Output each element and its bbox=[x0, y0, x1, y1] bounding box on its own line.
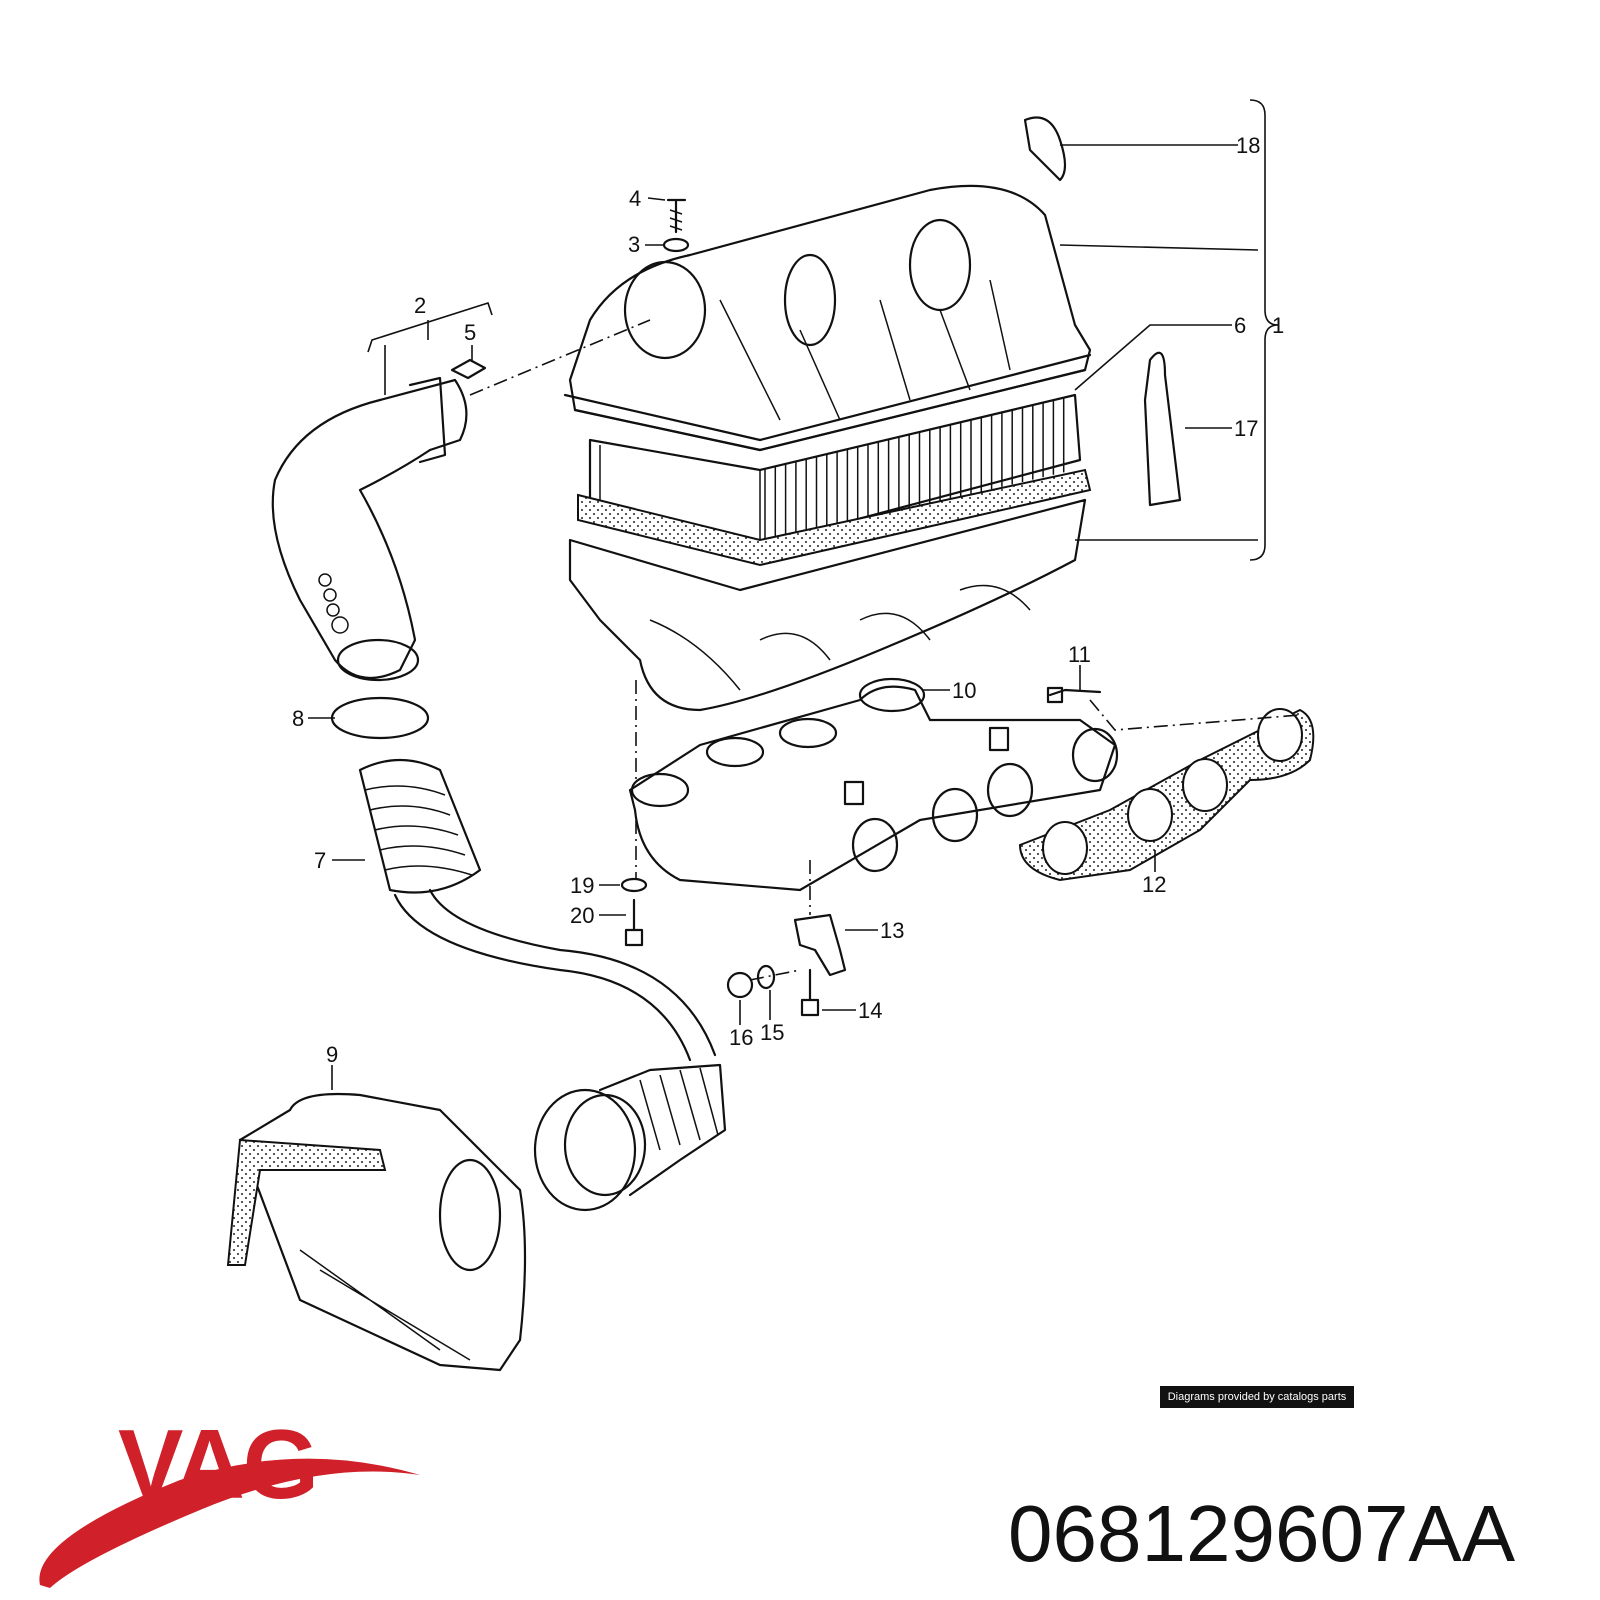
fasteners bbox=[450, 116, 1182, 1017]
diagram-credit: Diagrams provided by catalogs parts bbox=[1160, 1386, 1354, 1408]
hose-clamp bbox=[330, 696, 430, 740]
brand-logo: VAG bbox=[118, 1409, 319, 1519]
callout-6: 6 bbox=[1234, 313, 1246, 338]
callout-17: 17 bbox=[1234, 416, 1258, 441]
air-filter-lower-housing bbox=[568, 498, 1087, 712]
callout-7: 7 bbox=[314, 848, 326, 873]
intake-bellows bbox=[533, 1063, 727, 1212]
leader-lines bbox=[308, 99, 1279, 1090]
callout-5: 5 bbox=[464, 320, 476, 345]
callout-12: 12 bbox=[1142, 872, 1166, 897]
bellows-hose bbox=[358, 758, 717, 1062]
air-filter-element bbox=[577, 393, 1092, 567]
part-number: 068129607AA bbox=[1008, 1489, 1516, 1578]
support-bracket bbox=[793, 913, 847, 977]
callout-14: 14 bbox=[858, 998, 882, 1023]
callout-13: 13 bbox=[880, 918, 904, 943]
callout-9: 9 bbox=[326, 1042, 338, 1067]
callout-2: 2 bbox=[414, 293, 426, 318]
manifold-gasket bbox=[1018, 708, 1315, 882]
callout-18: 18 bbox=[1236, 133, 1260, 158]
intake-manifold bbox=[628, 677, 1119, 892]
callout-labels: 1 2 3 4 5 6 7 8 9 10 11 12 13 14 15 16 1… bbox=[292, 133, 1284, 1067]
callout-10: 10 bbox=[952, 678, 976, 703]
assembly-lines bbox=[469, 319, 1301, 981]
intake-hose bbox=[271, 376, 468, 682]
callout-19: 19 bbox=[570, 873, 594, 898]
brand-swoosh bbox=[39, 1458, 420, 1588]
air-filter-upper-housing bbox=[563, 184, 1092, 452]
callout-16: 16 bbox=[729, 1025, 753, 1050]
callout-1: 1 bbox=[1272, 313, 1284, 338]
callout-3: 3 bbox=[628, 232, 640, 257]
air-intake-guide bbox=[226, 1092, 527, 1372]
callout-11: 11 bbox=[1068, 642, 1091, 667]
callout-15: 15 bbox=[760, 1020, 784, 1045]
callout-20: 20 bbox=[570, 903, 594, 928]
callout-8: 8 bbox=[292, 706, 304, 731]
callout-4: 4 bbox=[629, 186, 641, 211]
